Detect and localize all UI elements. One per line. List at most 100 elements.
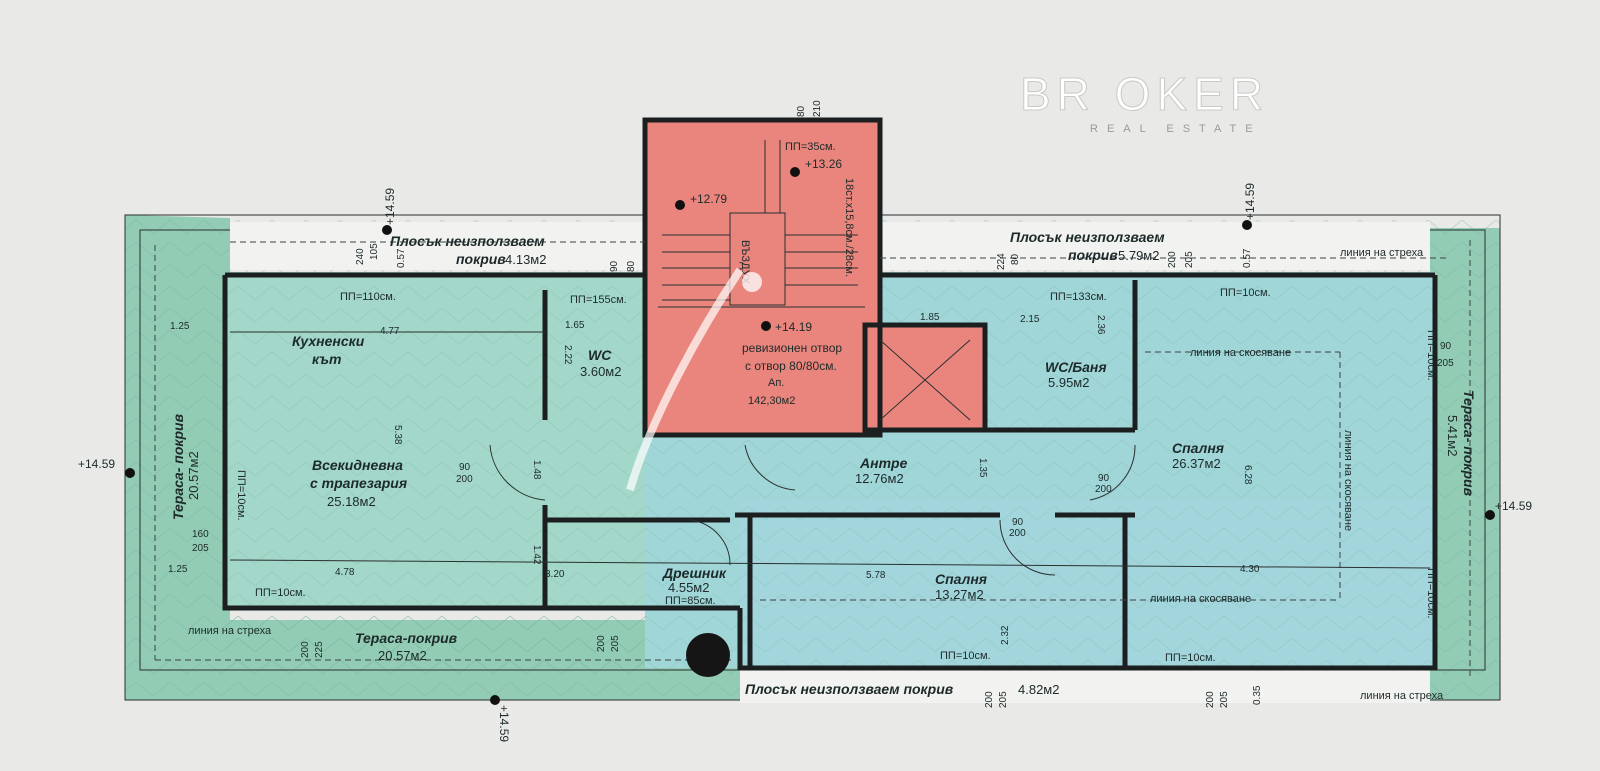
- dimension: 90: [1098, 473, 1110, 484]
- dimension: 224: [996, 253, 1007, 270]
- room-label: Кухненски: [292, 333, 365, 349]
- room-area: 12.76м2: [855, 471, 904, 486]
- eaves-line-label: линия на стреха: [1340, 247, 1424, 259]
- room-area: 5.95м2: [1048, 375, 1089, 390]
- room-label: покрив: [456, 251, 506, 267]
- dimension: 205: [1219, 691, 1230, 708]
- dimension: 240: [355, 248, 366, 265]
- room-label: Тераса- покрив: [170, 413, 186, 520]
- room-label: Антре: [859, 455, 908, 471]
- dimension: 1.35: [977, 458, 988, 478]
- dimension: 1.25: [168, 564, 188, 575]
- dimension: 160: [192, 529, 209, 540]
- room-area: 4.55м2: [668, 580, 709, 595]
- walls: [222, 272, 1438, 671]
- dimension: 90: [609, 260, 620, 272]
- room-label: Дрешник: [662, 565, 727, 581]
- clearance-note: ПП=10см.: [1425, 568, 1437, 619]
- dimension: 2.15: [1020, 314, 1040, 325]
- room-area: 4.13м2: [505, 252, 546, 267]
- clearance-note: ПП=10см.: [235, 470, 247, 521]
- level-label: +14.59: [1243, 183, 1257, 220]
- room-area: 25.18м2: [327, 494, 376, 509]
- elevator-shaft: [865, 325, 985, 430]
- room-label: Плосък неизползваем: [1010, 229, 1165, 245]
- room-label: покрив: [1068, 247, 1118, 263]
- room-area: 5.79м2: [1118, 248, 1159, 263]
- flat-roof-bottom: [740, 668, 1430, 703]
- clearance-note: ПП=155см.: [570, 294, 627, 306]
- clearance-note: ПП=10см.: [1425, 330, 1437, 381]
- room-area: 13.27м2: [935, 587, 984, 602]
- level-label: +14.59: [383, 188, 397, 225]
- dimension: 225: [314, 641, 325, 658]
- dimension: 4.78: [335, 567, 355, 578]
- level-markers: [125, 167, 1495, 705]
- room-area: 5.41м2: [1445, 415, 1460, 456]
- room-label: Плосък неизползваем покрив: [745, 681, 954, 697]
- dimension: 90: [1012, 517, 1024, 528]
- dimension: 210: [812, 100, 823, 117]
- room-area: 26.37м2: [1172, 456, 1221, 471]
- dimension: 1.85: [920, 312, 940, 323]
- apartment-label: Ап.: [768, 377, 784, 389]
- clearance-note: ПП=10см.: [1220, 287, 1271, 299]
- clearance-note: ПП=10см.: [255, 587, 306, 599]
- dimension: 80: [796, 105, 807, 117]
- dimension: 1.25: [170, 321, 190, 332]
- room-label: кът: [312, 351, 341, 367]
- dimension: 200: [596, 635, 607, 652]
- eaves-line-label: линия на стреха: [1360, 690, 1444, 702]
- stair-steps-label: 18ст.х15,8см./28см.: [843, 178, 855, 277]
- dimension: 3.20: [545, 569, 565, 580]
- room-label: Спалня: [1172, 440, 1224, 456]
- revision-opening-label: с отвор 80/80см.: [745, 359, 837, 373]
- eaves-line-label: линия на стреха: [188, 625, 272, 637]
- dimension: 205: [192, 543, 209, 554]
- room-label: Спалня: [935, 571, 987, 587]
- room-area: 20.57м2: [378, 648, 427, 663]
- watermark-text: BR OKER: [1020, 68, 1269, 120]
- dimension: 205: [998, 691, 1009, 708]
- flat-roof-top: [230, 222, 645, 270]
- room-label: Плосък неизползваем: [390, 233, 545, 249]
- dimension: 4.30: [1240, 564, 1260, 575]
- dimension: 200: [300, 641, 311, 658]
- level-label: +14.59: [78, 457, 115, 471]
- slope-line-label: линия на скосяване: [1190, 347, 1291, 359]
- dimension: 6.28: [1242, 465, 1253, 485]
- room-label: Всекидневна: [312, 457, 403, 473]
- dimension: 0.35: [1252, 685, 1263, 705]
- dimension: 0.57: [396, 248, 407, 268]
- room-label: Тераса-покрив: [355, 630, 458, 646]
- clearance-note: ПП=110см.: [340, 291, 396, 303]
- dimension: 200: [1095, 484, 1112, 495]
- watermark-subtext: REAL ESTATE: [1090, 123, 1262, 135]
- dimension: 90: [459, 462, 471, 473]
- dimension: 205: [610, 635, 621, 652]
- clearance-note: ПП=85см.: [665, 595, 716, 607]
- room-area: 20.57м2: [186, 451, 201, 500]
- level-label: +12.79: [690, 192, 727, 206]
- room-area: 3.60м2: [580, 364, 621, 379]
- dimension: 105: [369, 243, 380, 260]
- apartment-area: 142,30м2: [748, 395, 795, 407]
- slope-line-label: линия на скосяване: [1150, 593, 1251, 605]
- dimension: 200: [456, 474, 473, 485]
- dimension: 2.22: [562, 345, 573, 365]
- room-label: WC: [588, 347, 612, 363]
- dimension: 5.78: [866, 570, 886, 581]
- level-label: +14.59: [497, 705, 511, 742]
- dimension: 200: [1167, 251, 1178, 268]
- dimension: 1.42: [531, 545, 542, 565]
- clearance-note: ПП=10см.: [1165, 652, 1216, 664]
- tree-symbol: [686, 633, 730, 677]
- dimension: 205: [1437, 358, 1454, 369]
- room-area: 4.82м2: [1018, 682, 1059, 697]
- dimension: 5.38: [392, 425, 403, 445]
- dimension: 1.65: [565, 320, 585, 331]
- slope-line-label: линия на скосяване: [1342, 430, 1354, 531]
- level-label: +13.26: [805, 157, 842, 171]
